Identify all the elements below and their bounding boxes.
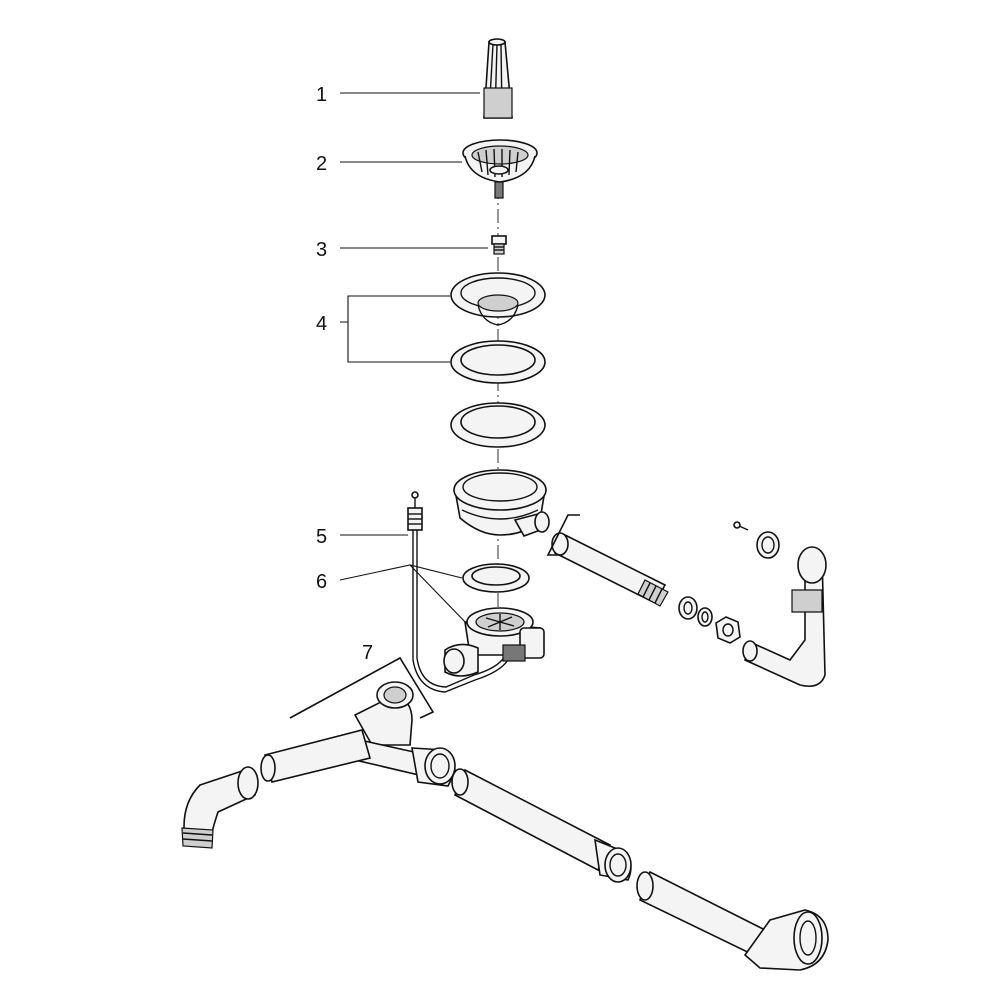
overflow-screw [733,521,749,531]
part-3-screw [491,235,507,255]
leader-6 [339,564,469,626]
overflow-bracket [546,514,580,556]
callout-1: 1 [316,84,327,106]
overflow-elbow-pipe [742,546,827,688]
drain-body [453,469,550,537]
right-elbow [743,909,829,971]
coupling-sleeve [411,747,456,787]
part-4-gasket-ring [450,340,546,384]
callout-5: 5 [316,526,327,548]
part-2-strainer-basket [462,139,538,199]
callout-6: 6 [316,571,327,593]
part-1-handle [483,38,513,119]
long-drain-pipe [451,768,612,872]
left-drain-pipe [260,729,371,783]
callout-2: 2 [316,153,327,175]
callout-4: 4 [316,313,327,335]
sealing-ring [450,402,546,448]
left-elbow [181,766,259,849]
pipe-joint [594,838,632,883]
overflow-nut-washer [678,596,741,644]
part-6-valve-body [443,607,545,677]
part-5-control-cable [407,491,509,693]
leader-4 [340,295,450,363]
overflow-ring [756,531,780,559]
trap-bracket [289,656,435,719]
callout-7: 7 [362,642,373,664]
part-6-ring-gasket [462,563,530,593]
callout-3: 3 [316,239,327,261]
overflow-hose [551,532,669,607]
part-4-flange [450,272,546,326]
